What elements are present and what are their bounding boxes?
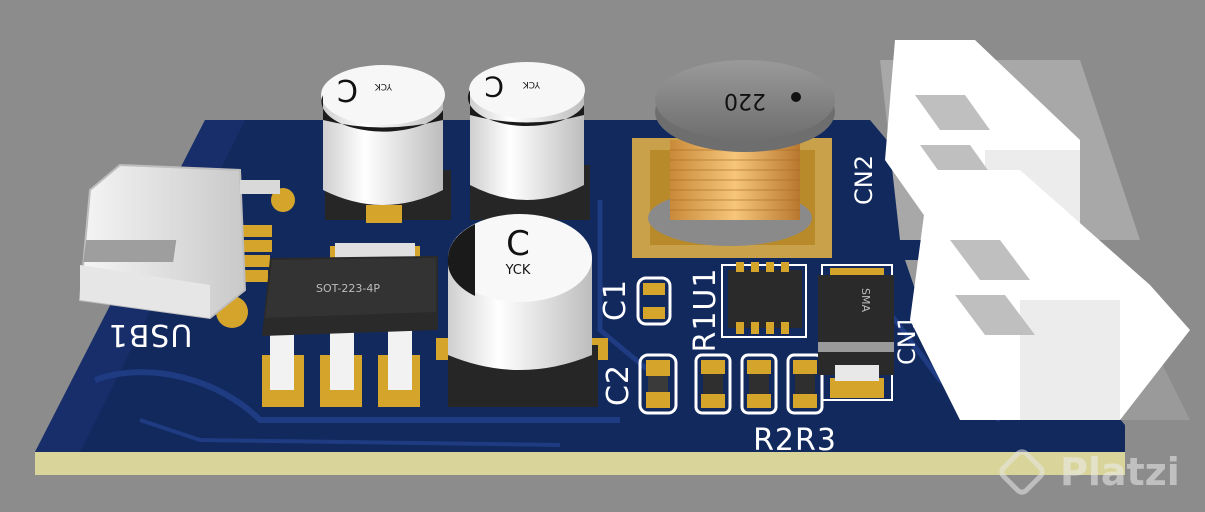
regulator-package-label: SOT-223-4P <box>316 282 380 295</box>
silk-r2r3: R2R3 <box>753 423 837 458</box>
capacitor-marking: C <box>337 72 358 107</box>
silk-cn1: CN1 <box>893 315 921 365</box>
resistor <box>740 353 778 415</box>
ic-outline <box>721 264 807 338</box>
diode-lead <box>835 365 879 381</box>
watermark: Platzi <box>999 449 1180 495</box>
silk-c1: C1 <box>598 279 633 321</box>
capacitor-maker: YCK <box>505 263 531 278</box>
smd-pad <box>643 283 665 295</box>
diode-body <box>818 275 894 375</box>
regulator-lead <box>270 330 294 390</box>
capacitor-top <box>469 62 585 118</box>
diode-sma: SMA <box>818 264 894 401</box>
usb-pad <box>238 255 270 267</box>
capacitor-c1 <box>636 276 672 326</box>
smd-body <box>648 376 668 392</box>
trace <box>93 369 620 423</box>
ic-body <box>728 270 802 328</box>
ic-u1 <box>721 262 807 338</box>
resistor <box>694 353 732 415</box>
capacitor-top-middle: C YCK <box>467 62 590 220</box>
capacitor-c2 <box>638 353 678 415</box>
capacitor-can <box>470 90 584 200</box>
capacitor-polarity-stripe <box>447 224 475 296</box>
smd-pad <box>646 360 670 376</box>
platzi-logo-icon <box>999 449 1045 495</box>
smd-pad <box>646 392 670 408</box>
usb-pad <box>240 225 272 237</box>
diode-cathode-band <box>818 342 894 352</box>
connector-latch <box>950 240 1030 280</box>
silk-cn2: CN2 <box>850 155 878 205</box>
smd-outline <box>636 276 672 326</box>
watermark-text: Platzi <box>1060 450 1180 494</box>
usb-shell-side <box>80 265 210 318</box>
diode-package-label: SMA <box>859 288 872 312</box>
connector-cn1 <box>905 170 1190 420</box>
ic-pins <box>736 262 789 334</box>
regulator-sot223: SOT-223-4P <box>262 243 438 407</box>
inductor-polarity-dot <box>791 92 801 102</box>
inductor-value: 220 <box>724 88 766 113</box>
regulator-lead <box>330 330 354 390</box>
inductor-220: 220 <box>632 60 835 258</box>
capacitor-marking: C <box>484 70 504 103</box>
smd-outline <box>638 353 678 415</box>
usb-opening <box>83 240 177 262</box>
silk-usb1: USB1 <box>108 317 193 352</box>
capacitor-top <box>321 65 445 125</box>
capacitor-pad <box>366 205 402 223</box>
smd-pad <box>643 307 665 319</box>
silkscreen: USB1 C1 C2 R1U1 R2R3 CN2 CN1 <box>108 155 921 458</box>
connector-face-shade <box>1020 300 1120 420</box>
usb-connector <box>78 163 295 328</box>
silk-r1u1: R1U1 <box>688 268 723 353</box>
capacitor-bottom: C YCK <box>436 214 608 407</box>
silk-c2: C2 <box>601 364 636 406</box>
trace <box>139 418 561 447</box>
capacitor-maker: YCK <box>522 79 541 89</box>
inductor-cap-top <box>655 60 835 140</box>
regulator-tab <box>335 243 415 259</box>
capacitor-top <box>448 214 592 302</box>
board-substrate-edge <box>35 452 1125 475</box>
capacitor-maker: YCK <box>374 81 393 91</box>
regulator-lead <box>388 330 412 390</box>
connector-latch <box>915 95 990 130</box>
connector-latch <box>955 295 1035 335</box>
regulator-body-top <box>265 258 436 318</box>
capacitor-top-left: C YCK <box>321 65 451 223</box>
capacitor-marking: C <box>506 224 530 264</box>
resistor <box>786 353 824 415</box>
capacitor-can <box>323 95 443 205</box>
usb-clip <box>240 180 280 194</box>
diode-pad <box>830 378 884 398</box>
resistor-row <box>694 353 824 415</box>
usb-pad <box>240 240 272 252</box>
